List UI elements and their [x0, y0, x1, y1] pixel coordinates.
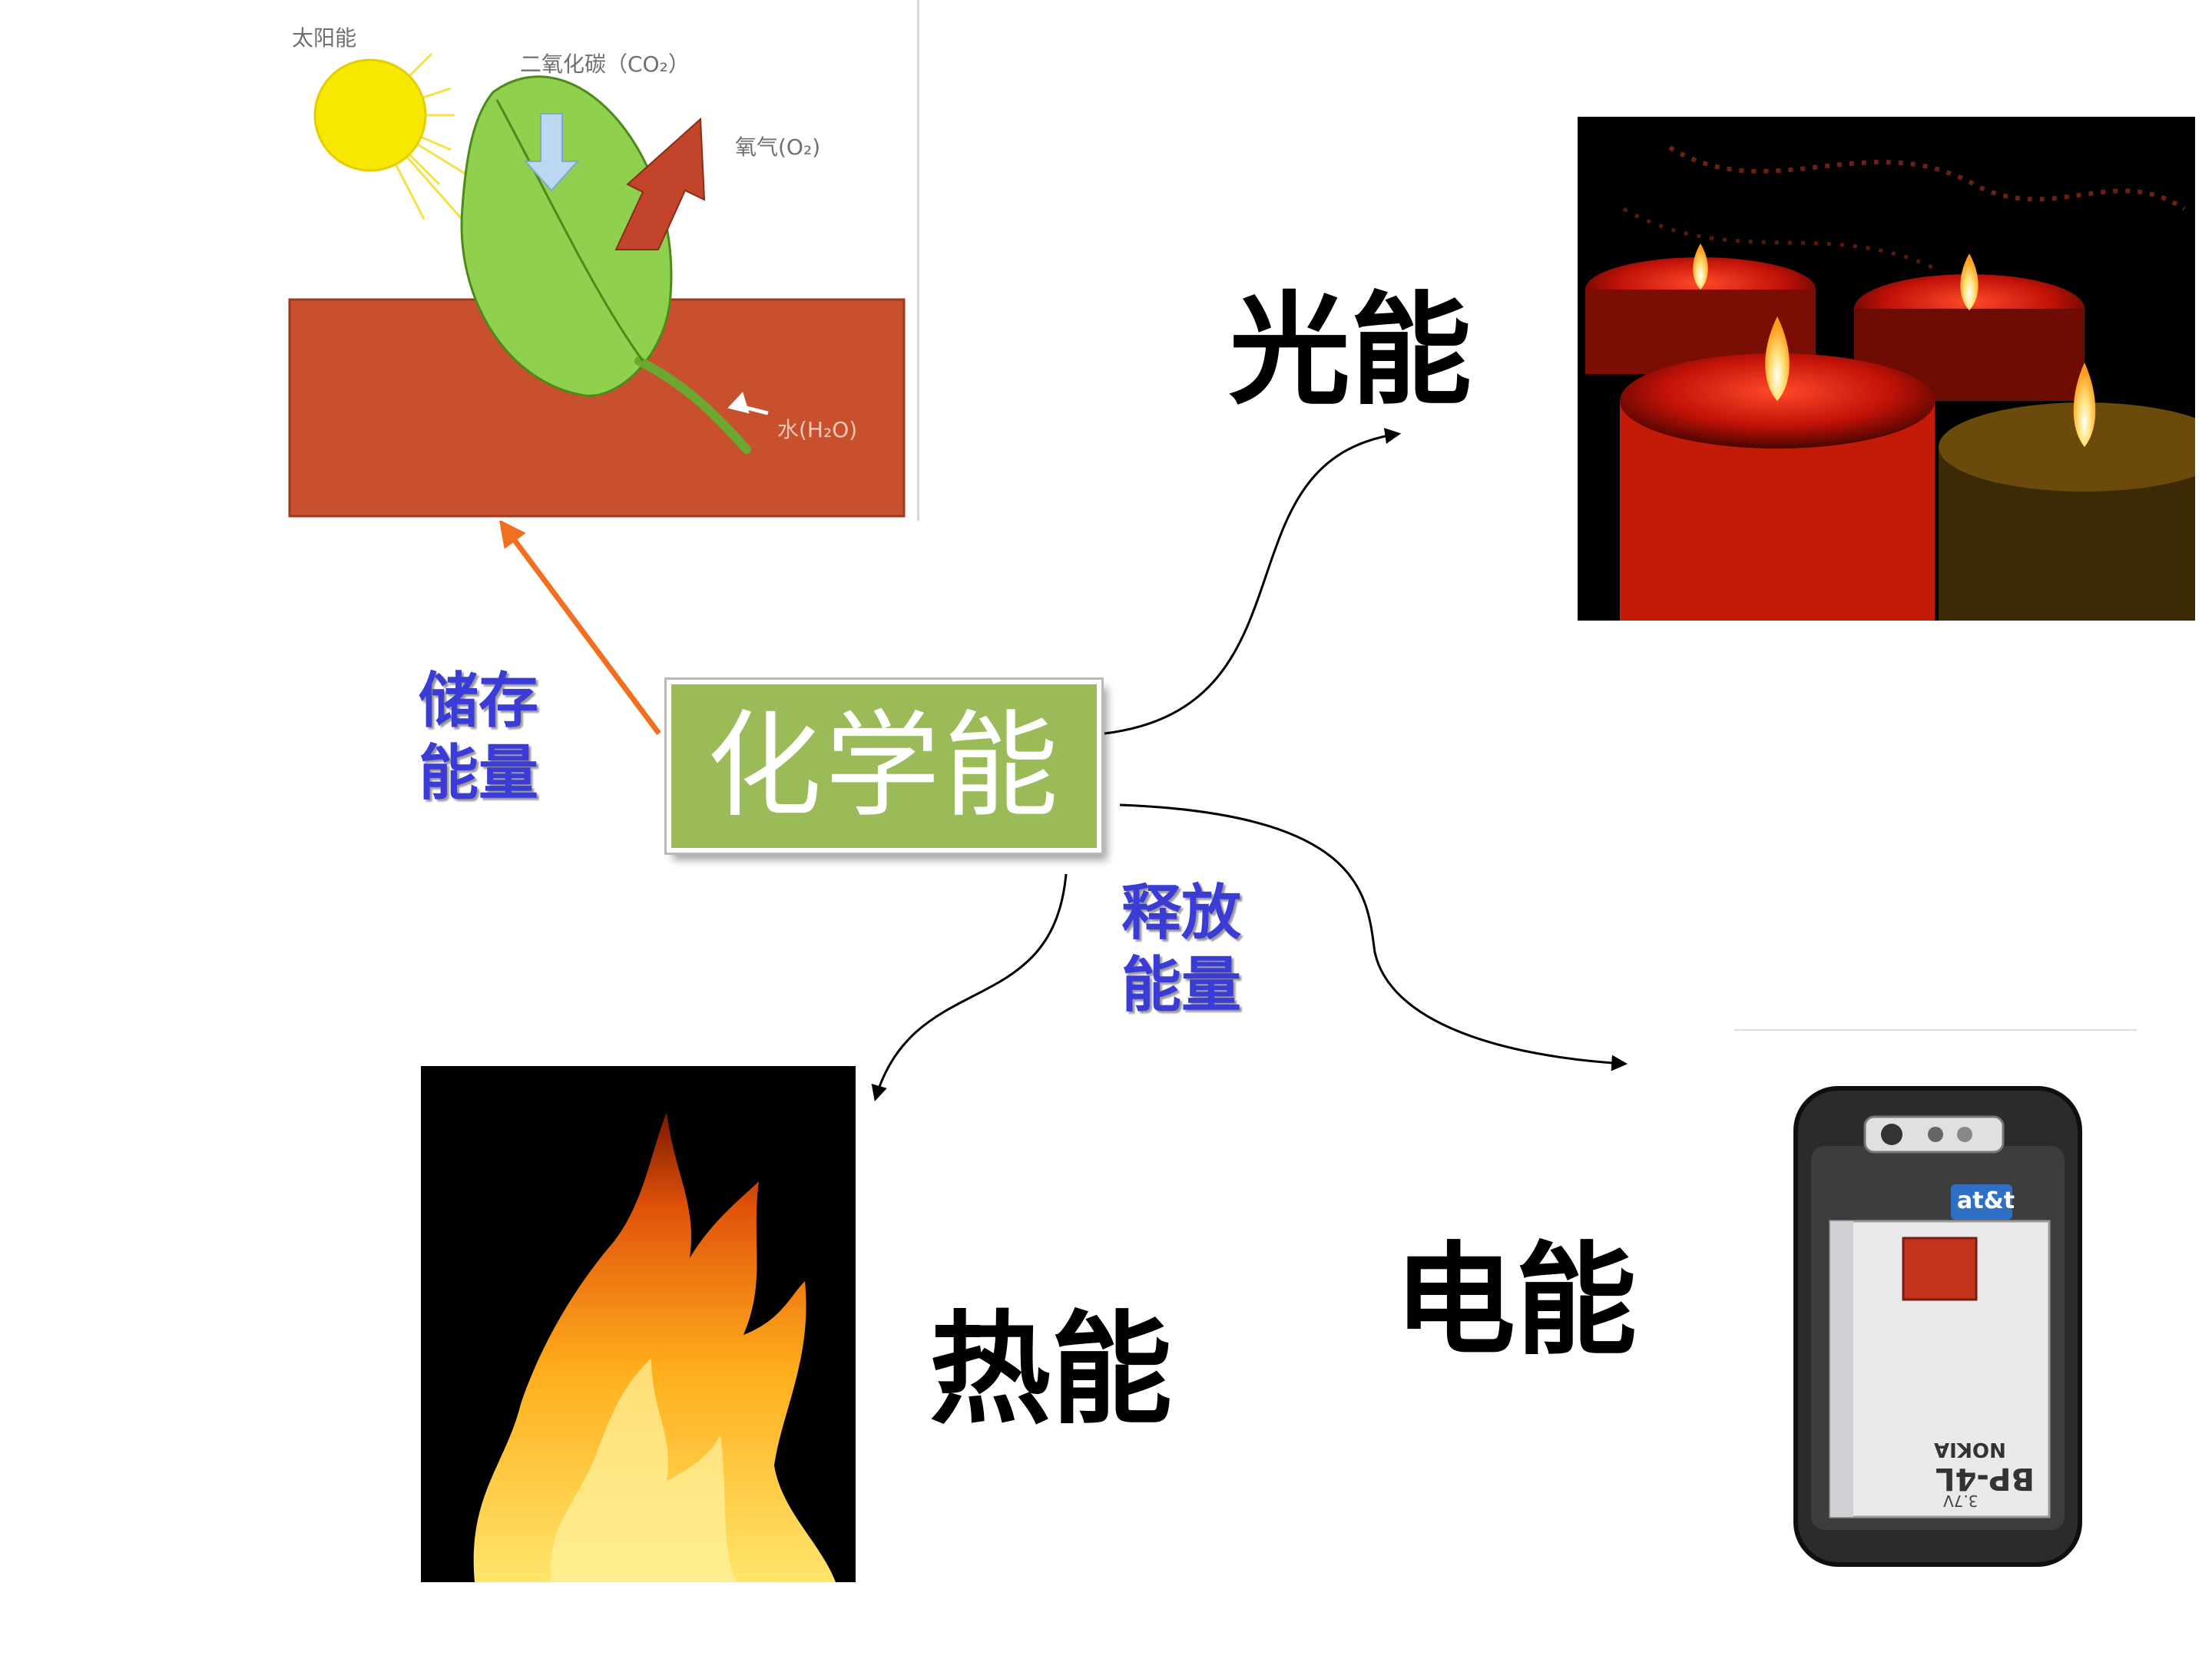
candles-drawing: [1585, 145, 2195, 621]
co2-arrow-icon: [523, 113, 580, 192]
light-energy-label: 光能: [1229, 280, 1472, 422]
o2-arrow-icon: [614, 117, 706, 250]
chemical-energy-node: 化学能: [664, 677, 1104, 855]
release-energy-line1: 释放: [1121, 879, 1242, 948]
sim-card: [1951, 1184, 2012, 1220]
candles-photo: [1578, 117, 2195, 621]
heat-energy-label: 热能: [929, 1300, 1172, 1441]
leaf-vein: [495, 99, 644, 362]
candle-front-right: [1939, 363, 2195, 621]
water-caption: 水(H₂O): [777, 417, 858, 442]
store-energy-line1: 储存: [419, 667, 539, 736]
battery-hologram: [1902, 1237, 1978, 1301]
store-energy-label: 储存 能量: [419, 665, 538, 810]
photosynthesis-drawing: [288, 52, 906, 518]
water-arrow-icon: [727, 392, 769, 416]
electric-energy-arrow: [1119, 803, 1628, 1071]
o2-caption: 氧气(O₂): [735, 134, 821, 160]
leaf-icon: [460, 75, 673, 397]
photosynthesis-illustration: 太阳能 二氧化碳（CO₂） 氧气(O₂) 水(H₂O): [255, 0, 919, 521]
fire-drawing: [473, 1112, 836, 1582]
candle-front-left: [1620, 316, 1935, 621]
store-energy-line2: 能量: [419, 739, 539, 808]
chemical-energy-label: 化学能: [706, 699, 1061, 833]
fire-photo: [421, 1066, 856, 1582]
heat-energy-arrow: [871, 873, 1068, 1102]
store-energy-arrow: [498, 519, 661, 736]
flame-shape: [473, 1112, 836, 1582]
release-energy-label: 释放 能量: [1121, 877, 1241, 1022]
co2-caption: 二氧化碳（CO₂）: [520, 51, 690, 77]
carrier-label: at&t: [1957, 1187, 2015, 1214]
release-energy-line2: 能量: [1121, 951, 1242, 1020]
battery-brand: NOKIA: [1934, 1438, 2006, 1461]
electric-energy-label: 电能: [1394, 1230, 1637, 1372]
sun-caption: 太阳能: [292, 25, 357, 51]
sun-icon: [313, 58, 427, 172]
phone-photo: at&t NOKIA BP-4L 3.7V: [1734, 1029, 2137, 1584]
battery-voltage: 3.7V: [1943, 1492, 1979, 1510]
light-energy-arrow: [1104, 428, 1402, 735]
phone-drawing: [1793, 1086, 2082, 1567]
leaf-stem: [634, 356, 751, 454]
